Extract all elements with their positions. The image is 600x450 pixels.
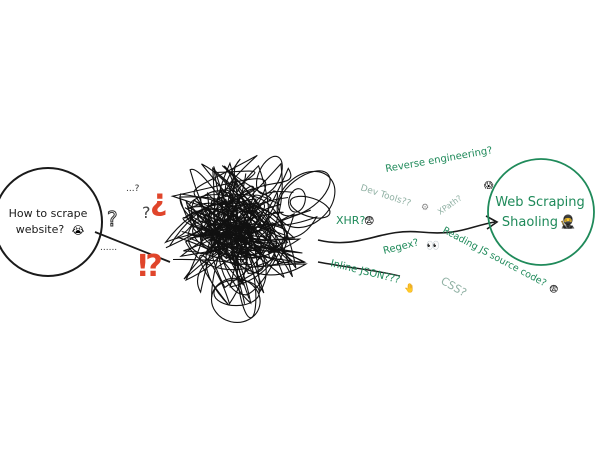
start-connector-line bbox=[94, 231, 171, 263]
crying-face-icon: 😭 bbox=[72, 224, 85, 237]
dots-question-mark: ...? bbox=[126, 184, 140, 194]
end-node-line1: Web Scraping bbox=[495, 195, 585, 210]
tangle-loop bbox=[187, 220, 221, 255]
scream-face-icon: 😱 bbox=[484, 180, 494, 191]
inverted-question-mark-red: ¿ bbox=[150, 183, 167, 218]
tangle-loop bbox=[210, 277, 261, 323]
dots-mark: ...... bbox=[100, 243, 117, 253]
label-regex: Regex? bbox=[382, 237, 420, 256]
exclamation-question-red: ⁉ bbox=[138, 249, 163, 284]
label-reverse-engineering: Reverse engineering? bbox=[385, 145, 494, 175]
tangle-loop bbox=[236, 248, 257, 319]
raised-hand-icon: 🤚 bbox=[404, 282, 415, 294]
start-node-line1: How to scrape bbox=[9, 207, 88, 220]
label-xpath: XPath? bbox=[436, 194, 464, 217]
tangle-loop bbox=[187, 194, 247, 226]
start-node-line2: website? bbox=[16, 223, 65, 236]
tangle-scribble bbox=[163, 154, 336, 323]
start-node: How to scrape website? 😭 bbox=[0, 167, 103, 277]
start-node-circle bbox=[0, 167, 103, 277]
tangle-loop bbox=[213, 279, 260, 307]
anxious-face-icon: 😨 bbox=[549, 284, 558, 295]
question-mark-outline: ? bbox=[107, 207, 118, 231]
tangle-tail-line bbox=[317, 261, 401, 277]
tangle-loop bbox=[288, 188, 306, 213]
end-node-circle bbox=[487, 158, 595, 266]
end-node: Web Scraping Shaoling 🥷 bbox=[487, 158, 595, 266]
label-dev-tools: Dev Tools?? bbox=[359, 183, 412, 209]
ninja-icon: 🥷 bbox=[560, 214, 576, 230]
label-reading-js-source: Reading JS source code? bbox=[441, 225, 549, 289]
gear-icon: ⚙ bbox=[421, 203, 429, 213]
tangle-loop bbox=[276, 170, 336, 229]
label-css: CSS? bbox=[439, 274, 469, 299]
main-path-line bbox=[317, 221, 496, 244]
question-mark-small: ? bbox=[142, 203, 151, 222]
confusion-marks: ...? ? ? ¿ ⁉ ...... bbox=[100, 183, 167, 284]
tangle-loop bbox=[289, 195, 331, 219]
eyes-icon: 👀 bbox=[426, 239, 440, 252]
label-xhr: XHR? bbox=[336, 214, 365, 227]
fearful-face-icon: 😨 bbox=[364, 216, 374, 227]
tangle-loop bbox=[277, 170, 331, 217]
label-inline-json: Inline JSON??? bbox=[329, 258, 401, 286]
tangle-stroke bbox=[163, 173, 297, 289]
tangle-loop bbox=[255, 155, 283, 195]
end-node-line2: Shaoling bbox=[502, 215, 558, 230]
